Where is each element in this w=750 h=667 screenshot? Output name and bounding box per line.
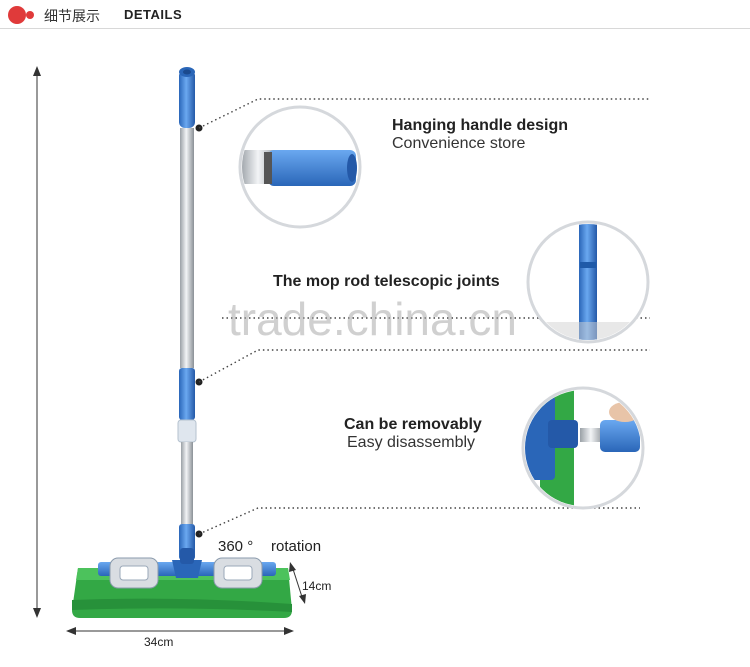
dimension-depth: 14cm <box>302 579 332 593</box>
watermark-text: trade.china.cn <box>228 293 517 345</box>
mop-handle <box>177 67 197 560</box>
rotation-degree: 360 ° <box>218 538 254 555</box>
feature-title-joint: The mop rod telescopic joints <box>273 273 500 290</box>
red-dot-small-icon <box>26 11 34 19</box>
feature-title-handle: Hanging handle design <box>392 117 569 134</box>
detail-circle-joint <box>526 220 650 344</box>
section-header: 细节展示 DETAILS <box>0 0 750 30</box>
depth-dimension-line <box>289 562 306 604</box>
header-divider <box>0 28 750 29</box>
width-dimension-line <box>66 627 294 635</box>
height-dimension-line <box>33 66 41 618</box>
rotation-label: rotation <box>271 538 322 555</box>
feature-title-removable: Can be removably <box>344 416 482 433</box>
detail-circle-handle <box>238 105 362 229</box>
header-title-cn: 细节展示 <box>44 8 100 24</box>
mop-head <box>72 548 292 618</box>
detail-circle-removable <box>521 386 645 510</box>
feature-subtitle-removable: Easy disassembly <box>347 434 476 451</box>
feature-subtitle-handle: Convenience store <box>392 135 526 152</box>
header-title-en: DETAILS <box>124 7 183 22</box>
red-dot-icon <box>8 6 26 24</box>
dimension-width: 34cm <box>144 635 174 649</box>
